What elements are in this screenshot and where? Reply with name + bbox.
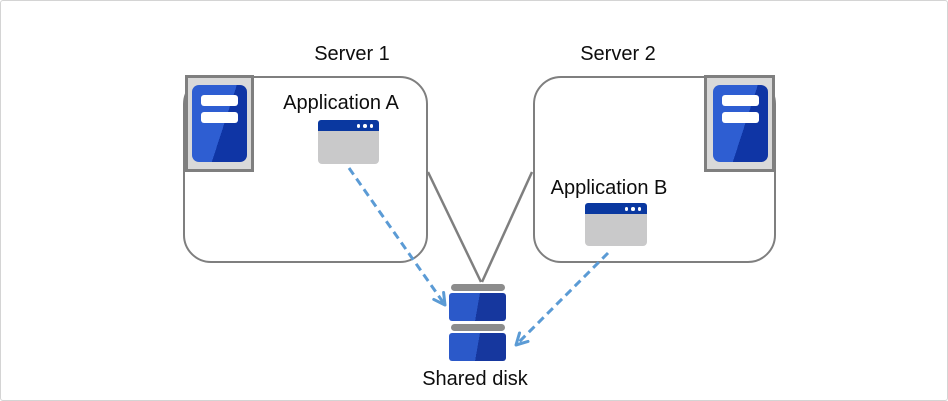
- window-titlebar: [318, 120, 379, 131]
- server1-disk-connector-line: [426, 171, 483, 283]
- server2-label: Server 2: [580, 43, 656, 65]
- application-b-label: Application B: [550, 177, 668, 199]
- application-b-window-icon: [585, 203, 647, 246]
- server-panel: [192, 85, 247, 162]
- application-b-dataflow-arrow: [514, 251, 610, 347]
- application-a-label: Application A: [283, 92, 399, 114]
- window-body: [585, 214, 647, 246]
- window-titlebar: [585, 203, 647, 214]
- shared-disk-label: Shared disk: [422, 368, 528, 390]
- server1-label: Server 1: [314, 43, 390, 65]
- server-slot: [722, 95, 759, 106]
- server2-disk-connector-line: [480, 171, 534, 283]
- server-slot: [201, 95, 238, 106]
- window-buttons-icon: [624, 207, 641, 211]
- application-a-window-icon: [318, 120, 379, 164]
- disk-bar: [450, 324, 505, 331]
- server-slot: [722, 112, 759, 123]
- disk-block: [449, 333, 506, 361]
- shared-disk-icon: [449, 284, 506, 361]
- window-buttons-icon: [356, 124, 373, 128]
- server-slot: [201, 112, 238, 123]
- window-body: [318, 131, 379, 164]
- disk-block: [449, 293, 506, 321]
- server1-server-icon: [185, 75, 254, 172]
- server2-server-icon: [704, 75, 775, 172]
- server-panel: [713, 85, 768, 162]
- disk-bar: [450, 284, 505, 291]
